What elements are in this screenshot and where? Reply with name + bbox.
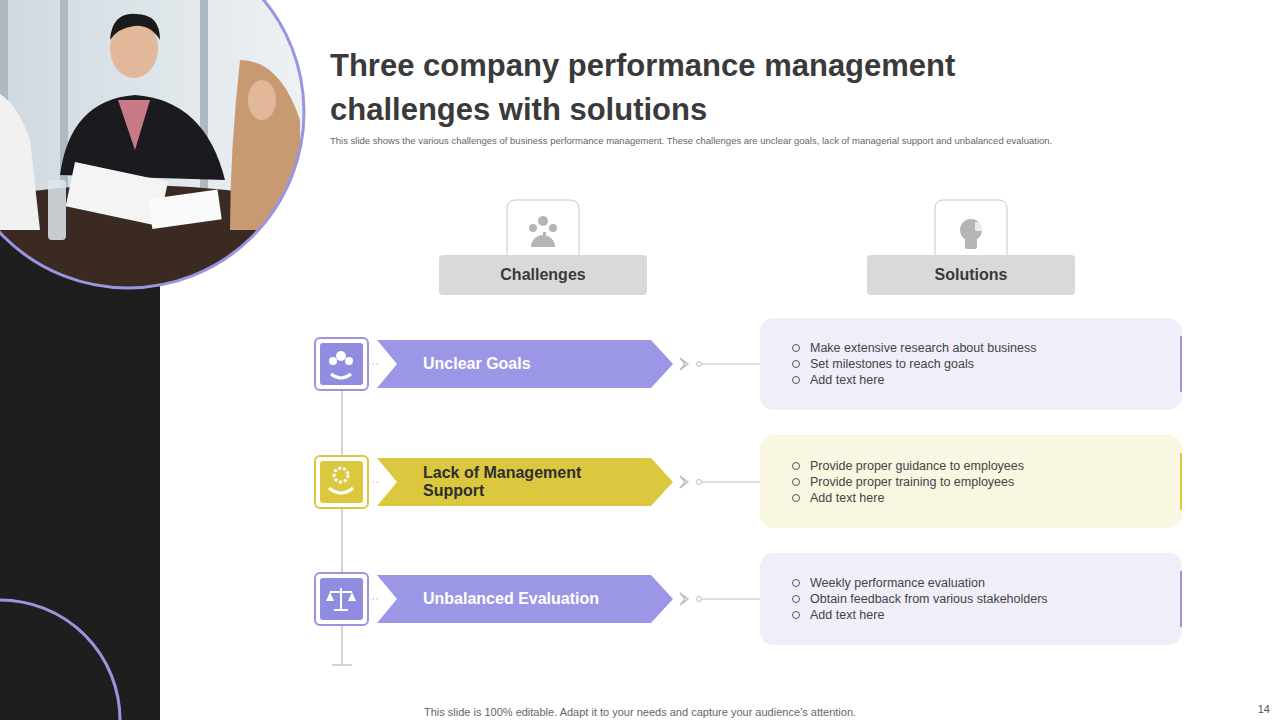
bullet-text: Set milestones to reach goals (792, 356, 1162, 372)
bullet-text: Weekly performance evaluation (792, 575, 1162, 591)
photo-ring (0, 0, 304, 288)
corner-ring (0, 600, 120, 720)
spine-tick (332, 664, 352, 666)
bullet-text: Add text here (792, 490, 1162, 506)
header-label: Solutions (935, 266, 1008, 284)
connector (697, 362, 761, 367)
solution-box: Weekly performance evaluationObtain feed… (760, 553, 1182, 645)
slide-title: Three company performance management cha… (330, 44, 1030, 132)
accent-bar (1180, 336, 1182, 392)
connector (697, 480, 761, 485)
challenge-arrow: Unclear Goals (377, 340, 673, 388)
column-header: Challenges (439, 255, 647, 295)
bullet-text: Provide proper training to employees (792, 474, 1162, 490)
bullet-text: Add text here (792, 372, 1162, 388)
accent-bar (1180, 453, 1182, 510)
arrow-fill (377, 458, 673, 506)
accent-bar (1180, 571, 1182, 627)
challenge-label: Unbalanced Evaluation (423, 590, 599, 608)
row-icon (315, 573, 378, 625)
chevron-mark (680, 358, 688, 605)
row-icon (315, 456, 378, 508)
icon-tab (935, 200, 1007, 262)
bullet-text: Add text here (792, 607, 1162, 623)
row-icon (315, 338, 378, 390)
challenge-label: Lack of Management Support (423, 464, 647, 500)
team-icon (529, 216, 557, 247)
idea-icon (960, 219, 984, 249)
arrow-fill (377, 575, 673, 623)
bullet-text: Provide proper guidance to employees (792, 458, 1162, 474)
arrow-fill (377, 340, 673, 388)
page-number: 14 (1240, 703, 1270, 715)
solution-box: Make extensive research about businessSe… (760, 318, 1182, 410)
challenge-arrow: Lack of Management Support (377, 458, 673, 506)
bullet-text: Make extensive research about business (792, 340, 1162, 356)
column-header: Solutions (867, 255, 1075, 295)
solution-box: Provide proper guidance to employeesProv… (760, 435, 1182, 528)
footer-note: This slide is 100% editable. Adapt it to… (340, 706, 940, 718)
bullet-text: Obtain feedback from various stakeholder… (792, 591, 1162, 607)
meeting-photo (0, 0, 310, 300)
subtitle-note: This slide shows the various challenges … (330, 135, 1230, 146)
icon-tab (507, 200, 579, 262)
header-label: Challenges (500, 266, 585, 284)
connector (697, 597, 761, 602)
challenge-arrow: Unbalanced Evaluation (377, 575, 673, 623)
challenge-label: Unclear Goals (423, 355, 531, 373)
